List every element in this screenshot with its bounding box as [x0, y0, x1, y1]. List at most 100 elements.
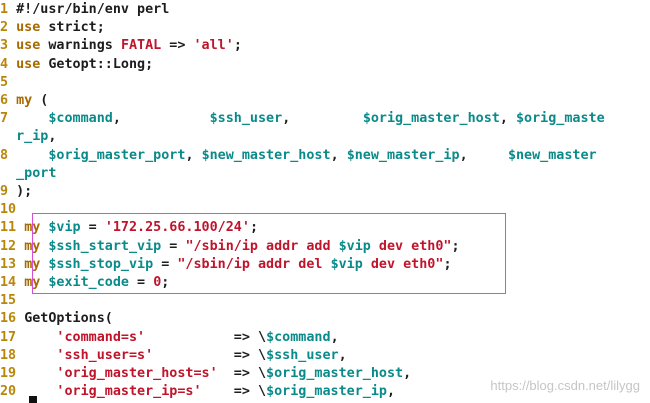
line-number: 1 — [0, 2, 17, 17]
code-token: => \ — [201, 384, 267, 400]
code-token: warnings — [48, 38, 121, 54]
code-token: $new_master_host — [201, 147, 331, 163]
code-token: , — [330, 147, 347, 163]
code-line: 4 use Getopt::Long; — [0, 56, 153, 74]
code-token: $ssh_user — [266, 347, 339, 363]
code-token: "/sbin/ip addr del — [177, 256, 331, 272]
code-token: $ssh_user — [209, 111, 283, 127]
code-token: = — [129, 275, 154, 290]
line-number: 13 — [0, 256, 25, 272]
line-number — [0, 129, 16, 144]
code-token: Getopt::Long; — [48, 56, 154, 72]
code-line: 17 'command=s' => \$command, — [0, 329, 339, 347]
code-token: 'all' — [193, 38, 234, 54]
code-token: , — [48, 129, 57, 145]
code-token: '172.25.66.100/24' — [104, 220, 250, 236]
code-token: $orig_master_host — [362, 111, 500, 127]
code-token: , — [499, 111, 516, 127]
line-number: 2 — [0, 20, 17, 36]
code-line: 16 GetOptions( — [0, 310, 113, 328]
code-token: 0 — [153, 275, 162, 290]
code-token: => \ — [153, 347, 267, 363]
code-line: 14 my $exit_code = 0; — [0, 274, 169, 292]
code-line: _port — [0, 165, 56, 183]
code-token: , — [330, 329, 339, 345]
code-token: r_ip — [16, 129, 49, 145]
code-token: 'command=s' — [24, 329, 146, 345]
code-token: => — [161, 38, 194, 54]
code-token: $vip — [338, 238, 371, 254]
line-number: 9 — [0, 184, 17, 199]
code-token: $new_master_ip — [346, 147, 460, 163]
line-number: 10 — [0, 202, 17, 218]
line-number: 6 — [0, 93, 17, 108]
code-token: my — [16, 93, 33, 108]
line-number: 18 — [0, 347, 25, 363]
line-number: 7 — [0, 111, 17, 127]
line-number: 11 — [0, 220, 25, 236]
line-number: 3 — [0, 38, 17, 54]
code-line: 9 ); — [0, 183, 32, 201]
code-token: $command — [266, 329, 331, 345]
code-token: FATAL — [120, 38, 162, 54]
code-token: , — [282, 111, 363, 127]
line-number: 16 — [0, 311, 25, 327]
code-token: ; — [161, 275, 170, 290]
code-token: $vip — [48, 220, 81, 236]
line-number: 4 — [0, 56, 17, 72]
code-token: dev eth0" — [370, 238, 452, 254]
line-number: 5 — [0, 74, 9, 90]
code-line: 1 #!/usr/bin/env perl — [0, 1, 169, 19]
code-line: 10 — [0, 201, 16, 219]
code-token: = — [161, 238, 186, 254]
code-token: _port — [16, 165, 57, 181]
code-token: strict; — [48, 20, 105, 36]
code-token: 'orig_master_ip=s' — [24, 384, 202, 400]
code-line: 19 'orig_master_host=s' => \$orig_master… — [0, 365, 411, 383]
code-token: GetOptions( — [24, 311, 113, 327]
code-token: $command — [16, 111, 113, 127]
code-line: 11 my $vip = '172.25.66.100/24'; — [0, 219, 258, 237]
code-line: 3 use warnings FATAL => 'all'; — [0, 37, 242, 55]
code-token: , — [185, 147, 202, 163]
code-token: => \ — [145, 329, 267, 345]
code-line: 20 'orig_master_ip=s' => \$orig_master_i… — [0, 383, 395, 401]
code-line: 18 'ssh_user=s' => \$ssh_user, — [0, 347, 347, 365]
code-token: ( — [32, 93, 49, 108]
code-token: $orig_maste — [516, 111, 605, 127]
code-token: , — [338, 347, 347, 363]
code-line: 5 — [0, 74, 8, 92]
code-token: $orig_master_port — [16, 147, 186, 163]
line-number: 19 — [0, 366, 25, 381]
line-number — [0, 166, 16, 181]
code-token: => \ — [217, 366, 267, 381]
code-line: 12 my $ssh_start_vip = "/sbin/ip addr ad… — [0, 238, 460, 256]
line-number: 12 — [0, 238, 25, 254]
text-cursor — [29, 396, 37, 403]
code-line: r_ip, — [0, 128, 56, 146]
line-number: 17 — [0, 329, 25, 345]
code-line: 8 $orig_master_port, $new_master_host, $… — [0, 147, 597, 165]
code-token: = — [80, 220, 105, 236]
code-token: 'orig_master_host=s' — [24, 366, 218, 381]
code-token: , — [459, 147, 508, 163]
code-token: $ssh_stop_vip — [48, 256, 154, 272]
line-number: 14 — [0, 275, 25, 290]
code-token: $ssh_start_vip — [48, 238, 162, 254]
code-line: 6 my ( — [0, 92, 48, 110]
code-token: ; — [233, 38, 242, 54]
code-token: use — [16, 20, 49, 36]
code-token: = — [153, 256, 178, 272]
code-token: dev eth0" — [362, 256, 444, 272]
code-token: 'ssh_user=s' — [24, 347, 154, 363]
code-token: ; — [249, 220, 258, 236]
code-token: $orig_master_ip — [266, 384, 387, 400]
code-token: $orig_master_host — [266, 366, 404, 381]
code-token: "/sbin/ip addr add — [185, 238, 339, 254]
code-token: , — [112, 111, 210, 127]
code-line: 2 use strict; — [0, 19, 105, 37]
code-token: use — [16, 56, 49, 72]
code-line: 7 $command, $ssh_user, $orig_master_host… — [0, 110, 605, 128]
code-token: $new_master — [507, 147, 597, 163]
